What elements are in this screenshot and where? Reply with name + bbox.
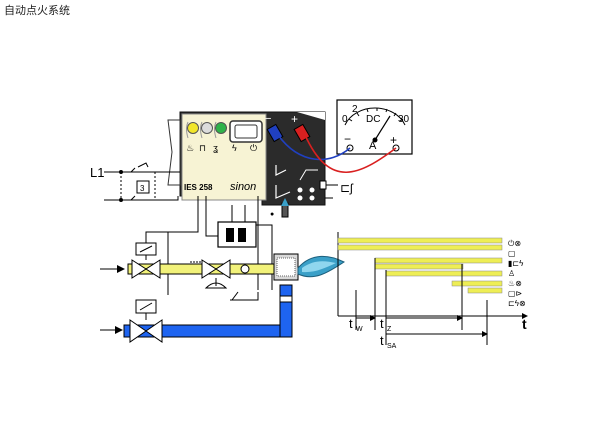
ignition-transformer [217, 221, 257, 248]
ammeter-scale-mid: 2 [352, 104, 358, 115]
timing-diagram: ⏻⊗ ▢ ▮⊏ϟ ♙ ♨⊗ ▢⊳ ⊏ϟ⊗ t t W t Z t SA [337, 232, 528, 350]
tw-main-label: t [349, 316, 353, 331]
tz-main-label: t [380, 316, 384, 331]
tsa-main-label: t [380, 333, 384, 348]
ammeter-minus-label: − [344, 132, 351, 146]
air-line [100, 284, 293, 343]
flame-symbol-icon: ♨ [186, 143, 194, 153]
l1-label: L1 [90, 165, 104, 180]
power-on-symbol-icon: ⏻⊗ [508, 239, 521, 248]
ground-terminal-label: − [265, 113, 271, 125]
gas-line [100, 242, 277, 301]
ammeter: 0 2 30 DC A − + [336, 99, 413, 155]
alarm-output: ⊏ʃ [319, 180, 354, 199]
svg-text:●: ● [270, 211, 274, 218]
blue-test-wire [277, 134, 351, 161]
spark-symbol-icon: ʓ [213, 143, 218, 154]
main-valve-symbol-icon: ▢⊳ [508, 289, 523, 298]
reset-button[interactable] [229, 120, 263, 143]
lamp-yellow-icon [187, 122, 199, 134]
controller-unit: ♨ ⊓ ʓ ϟ ⏻ IES 258 sinon − + [167, 111, 326, 206]
pressure-regulator-icon [190, 259, 231, 289]
time-axis-label: t [522, 316, 527, 332]
fault-symbol-icon: ⊏ϟ⊗ [508, 299, 526, 308]
signal-symbols: ⏻⊗ ▢ ▮⊏ϟ ♙ ♨⊗ ▢⊳ ⊏ϟ⊗ [508, 239, 526, 308]
electrode: ● [270, 198, 289, 218]
tw-sub-label: W [356, 326, 363, 333]
ammeter-dc-label: DC [366, 114, 380, 125]
ammeter-scale-max: 30 [398, 114, 410, 125]
power-terminal-label: + [291, 112, 298, 126]
solenoid-valve-1-icon [131, 242, 161, 279]
tsa-sub-label: SA [387, 343, 397, 350]
ammeter-plus-label: + [390, 133, 397, 147]
fan-symbol-icon: ▢ [508, 249, 516, 258]
tz-sub-label: Z [387, 326, 392, 333]
ignition-spark-symbol-icon: ▮⊏ϟ [508, 259, 524, 268]
svg-text:3: 3 [140, 184, 145, 193]
red-test-wire [304, 134, 397, 174]
alarm-horn-icon: ⊏ʃ [340, 181, 354, 195]
supply-circuit: L1 3 [90, 162, 166, 202]
power-symbol-icon: ⏻ [250, 143, 257, 153]
indicator-lamps [186, 121, 227, 139]
flame-monitor-symbol-icon: ♨⊗ [508, 279, 522, 288]
burner [273, 253, 346, 281]
lamp-grey-icon [201, 122, 213, 134]
brand-label: sinon [230, 181, 256, 193]
switch-contact-icon [137, 162, 149, 168]
solenoid-valve-2-icon [129, 299, 163, 343]
ammeter-unit-label: A [369, 140, 377, 152]
gas-valve-symbol-icon: ♙ [508, 269, 515, 278]
ammeter-needle [374, 115, 391, 141]
thermostat-switch-icon [136, 180, 150, 194]
page-title: 自动点火系统 [4, 4, 70, 17]
ignition-symbol-icon: ϟ [232, 143, 237, 153]
model-label: IES 258 [184, 183, 213, 192]
ammeter-scale-min: 0 [342, 114, 348, 125]
valve-symbol-icon: ⊓ [199, 143, 206, 153]
lamp-green-icon [215, 122, 227, 134]
